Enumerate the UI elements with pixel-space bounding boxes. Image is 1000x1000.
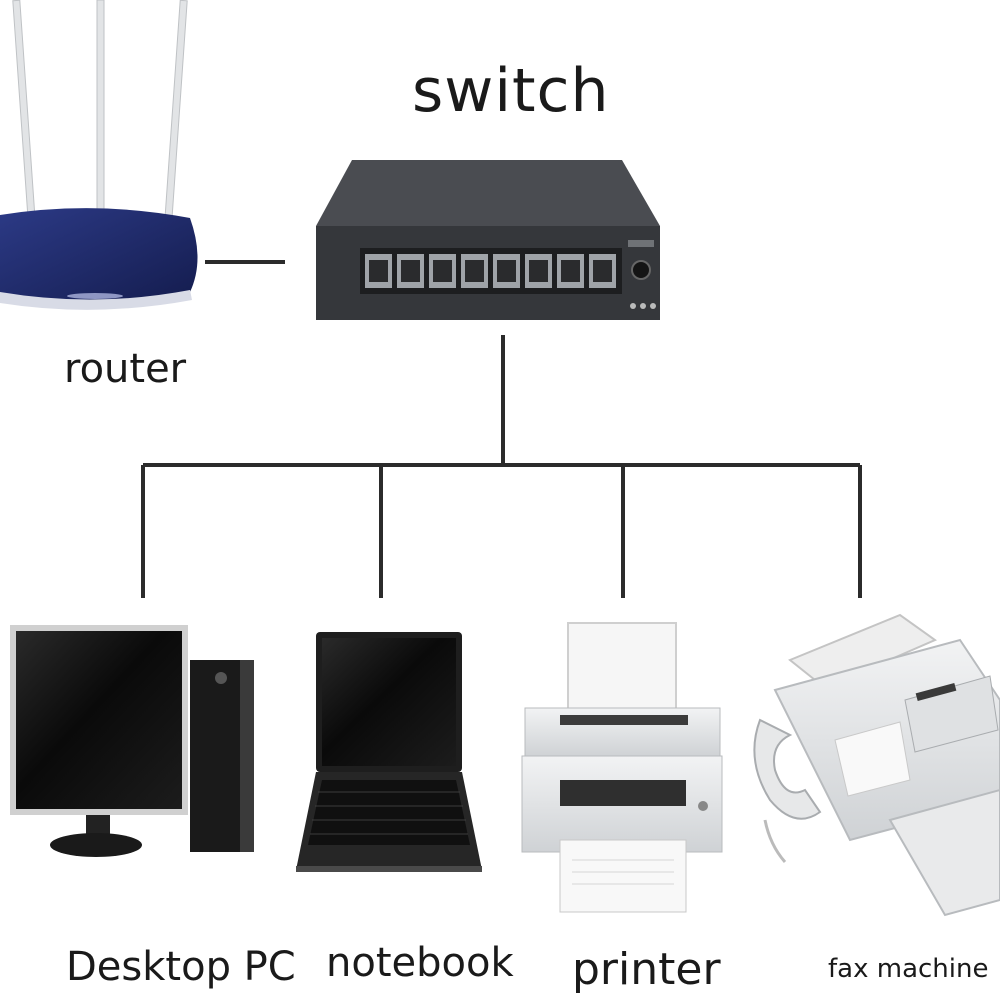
notebook-icon (296, 632, 482, 872)
router-icon (0, 0, 198, 310)
desktop-pc-icon (10, 625, 254, 857)
connection-lines (141, 260, 862, 598)
fax-machine-label: fax machine (828, 954, 989, 984)
printer-label: printer (572, 944, 721, 995)
switch-icon (316, 160, 660, 320)
desktop-pc-label: Desktop PC (66, 944, 296, 990)
fax-machine-icon (753, 613, 1000, 917)
printer-icon (521, 622, 723, 913)
router-label: router (64, 346, 187, 392)
switch-label: switch (412, 56, 610, 126)
notebook-label: notebook (326, 940, 514, 986)
